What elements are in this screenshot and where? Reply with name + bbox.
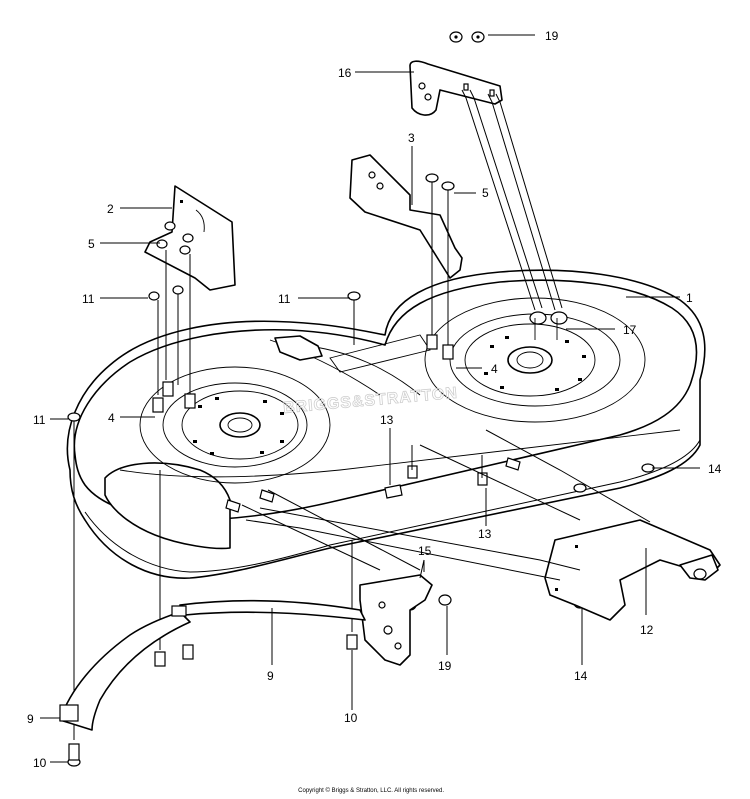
mower-deck-housing (66, 269, 706, 579)
lift-links (241, 429, 651, 581)
callout-4-left: 4 (108, 411, 115, 425)
callout-12: 12 (640, 623, 654, 637)
rear-hanger-rods (461, 89, 568, 340)
callout-13-upper: 13 (380, 413, 394, 427)
callout-11-far-left: 11 (33, 413, 46, 427)
callout-5-right: 5 (482, 186, 489, 200)
callout-11-center: 11 (278, 292, 291, 306)
callout-2: 2 (107, 202, 114, 216)
callout-11-left: 11 (82, 292, 95, 306)
copyright-notice: Copyright © Briggs & Stratton, LLC. All … (298, 788, 444, 794)
callout-labels: 19 16 3 5 2 5 1 11 11 17 4 4 11 13 14 13… (27, 29, 722, 770)
callout-16: 16 (338, 66, 352, 80)
callout-19-bottom: 19 (438, 659, 452, 673)
callout-17: 17 (623, 323, 637, 337)
callout-4-right: 4 (491, 362, 498, 376)
callout-5-left: 5 (88, 237, 95, 251)
callout-10-left: 10 (33, 756, 47, 770)
rear-right-bracket (544, 519, 721, 621)
rear-left-bracket (359, 559, 433, 666)
callout-14-lower: 14 (574, 669, 588, 683)
callout-10-center: 10 (344, 711, 358, 725)
callout-13-lower: 13 (478, 527, 492, 541)
callout-9-center: 9 (267, 669, 274, 683)
callout-3: 3 (408, 131, 415, 145)
callout-15: 15 (418, 544, 432, 558)
leader-lines (40, 34, 700, 763)
callout-9-left: 9 (27, 712, 34, 726)
front-right-bracket (349, 154, 463, 279)
rear-hanger-bracket (409, 60, 503, 116)
callout-14-upper: 14 (708, 462, 722, 476)
front-baffle (59, 599, 366, 731)
callout-19-top: 19 (545, 29, 559, 43)
callout-1: 1 (686, 291, 693, 305)
